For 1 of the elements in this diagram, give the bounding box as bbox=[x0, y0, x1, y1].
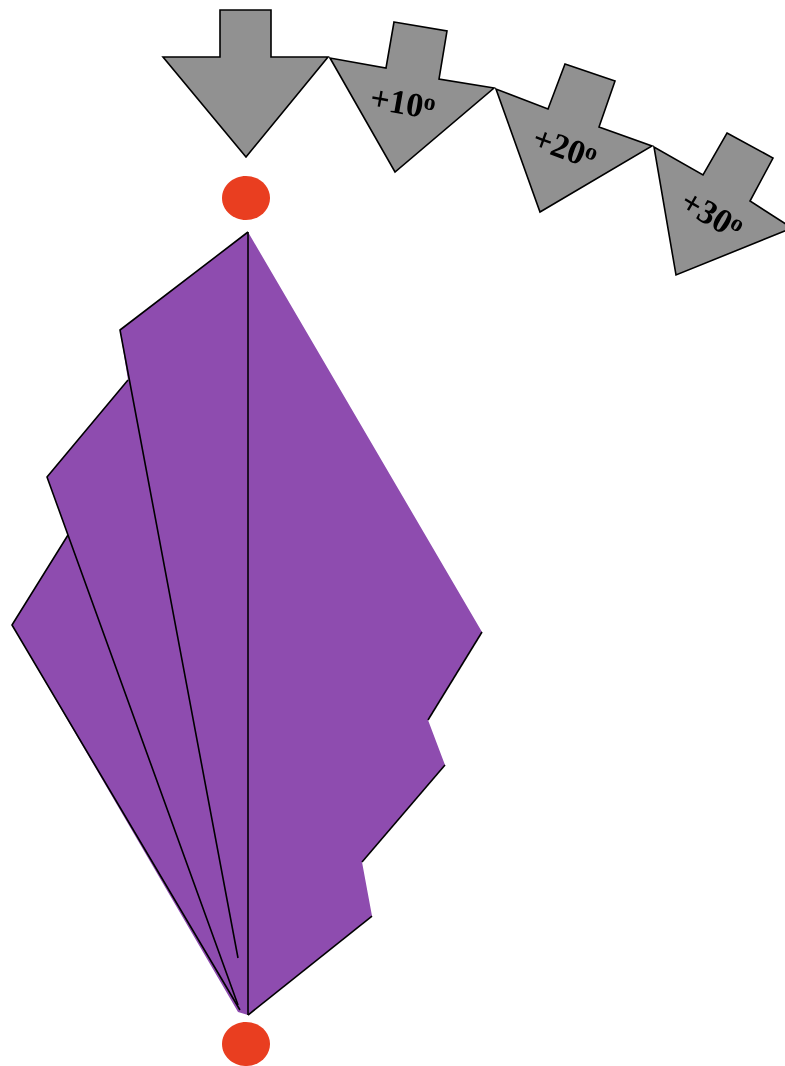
pointer-shape bbox=[161, 9, 330, 159]
